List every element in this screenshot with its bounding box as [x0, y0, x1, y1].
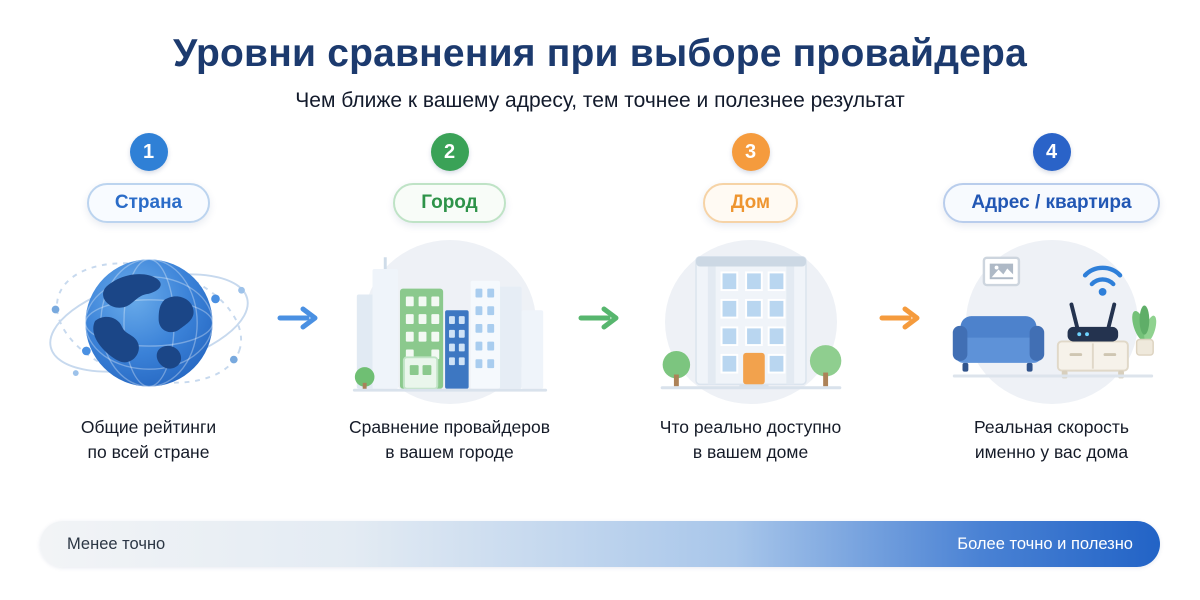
tv-stand-icon — [1056, 340, 1129, 379]
step-number-badge: 2 — [430, 133, 469, 171]
step-caption: Что реально доступно в вашем доме — [660, 415, 841, 465]
globe-illustration — [42, 233, 256, 411]
step-number-badge: 3 — [731, 133, 770, 171]
building-illustration — [644, 233, 858, 411]
apartment-building-icon — [660, 255, 841, 390]
page-subtitle: Чем ближе к вашему адресу, тем точнее и … — [295, 89, 905, 112]
step-caption-line: именно у вас дома — [974, 441, 1129, 462]
step-caption-line: Реальная скорость — [973, 417, 1130, 437]
steps-row: 1 Страна — [0, 133, 1200, 465]
step-label-pill: Город — [393, 183, 506, 223]
plant-icon — [1131, 305, 1156, 356]
page-title: Уровни сравнения при выборе провайдера — [173, 32, 1027, 75]
step-caption-line: в вашем городе — [385, 441, 514, 462]
step-caption-line: Общие рейтинги — [80, 417, 217, 437]
step-caption: Общие рейтинги по всей стране — [81, 415, 216, 465]
arrow-right-icon — [877, 305, 925, 331]
step-country: 1 Страна — [22, 133, 275, 465]
globe-icon — [48, 259, 249, 387]
home-interior-illustration — [945, 233, 1159, 411]
arrow-right-icon — [576, 305, 624, 331]
arrow-right-icon — [275, 305, 323, 331]
step-caption-line: в вашем доме — [692, 441, 809, 462]
sofa-icon — [952, 316, 1044, 372]
home-interior-icon — [952, 256, 1156, 379]
precision-scale-bar: Менее точно Более точно и полезно — [40, 521, 1160, 567]
scale-left-label: Менее точно — [67, 534, 166, 553]
step-caption-line: Что реально доступно — [659, 417, 842, 437]
step-caption: Сравнение провайдеров в вашем городе — [349, 415, 550, 465]
city-skyline-icon — [352, 257, 547, 392]
step-caption-line: по всей стране — [87, 441, 210, 462]
step-number-badge: 1 — [129, 133, 168, 171]
step-caption-line: Сравнение провайдеров — [348, 417, 551, 437]
step-label-pill: Адрес / квартира — [943, 183, 1160, 223]
step-address: 4 Адрес / квартира — [925, 133, 1178, 465]
step-caption: Реальная скорость именно у вас дома — [974, 415, 1129, 465]
picture-frame-icon — [982, 256, 1020, 287]
step-number-badge: 4 — [1032, 133, 1071, 171]
step-city: 2 Город — [323, 133, 576, 465]
router-icon — [1067, 302, 1118, 342]
step-label-pill: Дом — [702, 183, 799, 223]
city-illustration — [343, 233, 557, 411]
step-house: 3 Дом — [624, 133, 877, 465]
step-label-pill: Страна — [86, 183, 211, 223]
scale-right-label: Более точно и полезно — [957, 534, 1133, 553]
wifi-icon — [1082, 265, 1122, 287]
